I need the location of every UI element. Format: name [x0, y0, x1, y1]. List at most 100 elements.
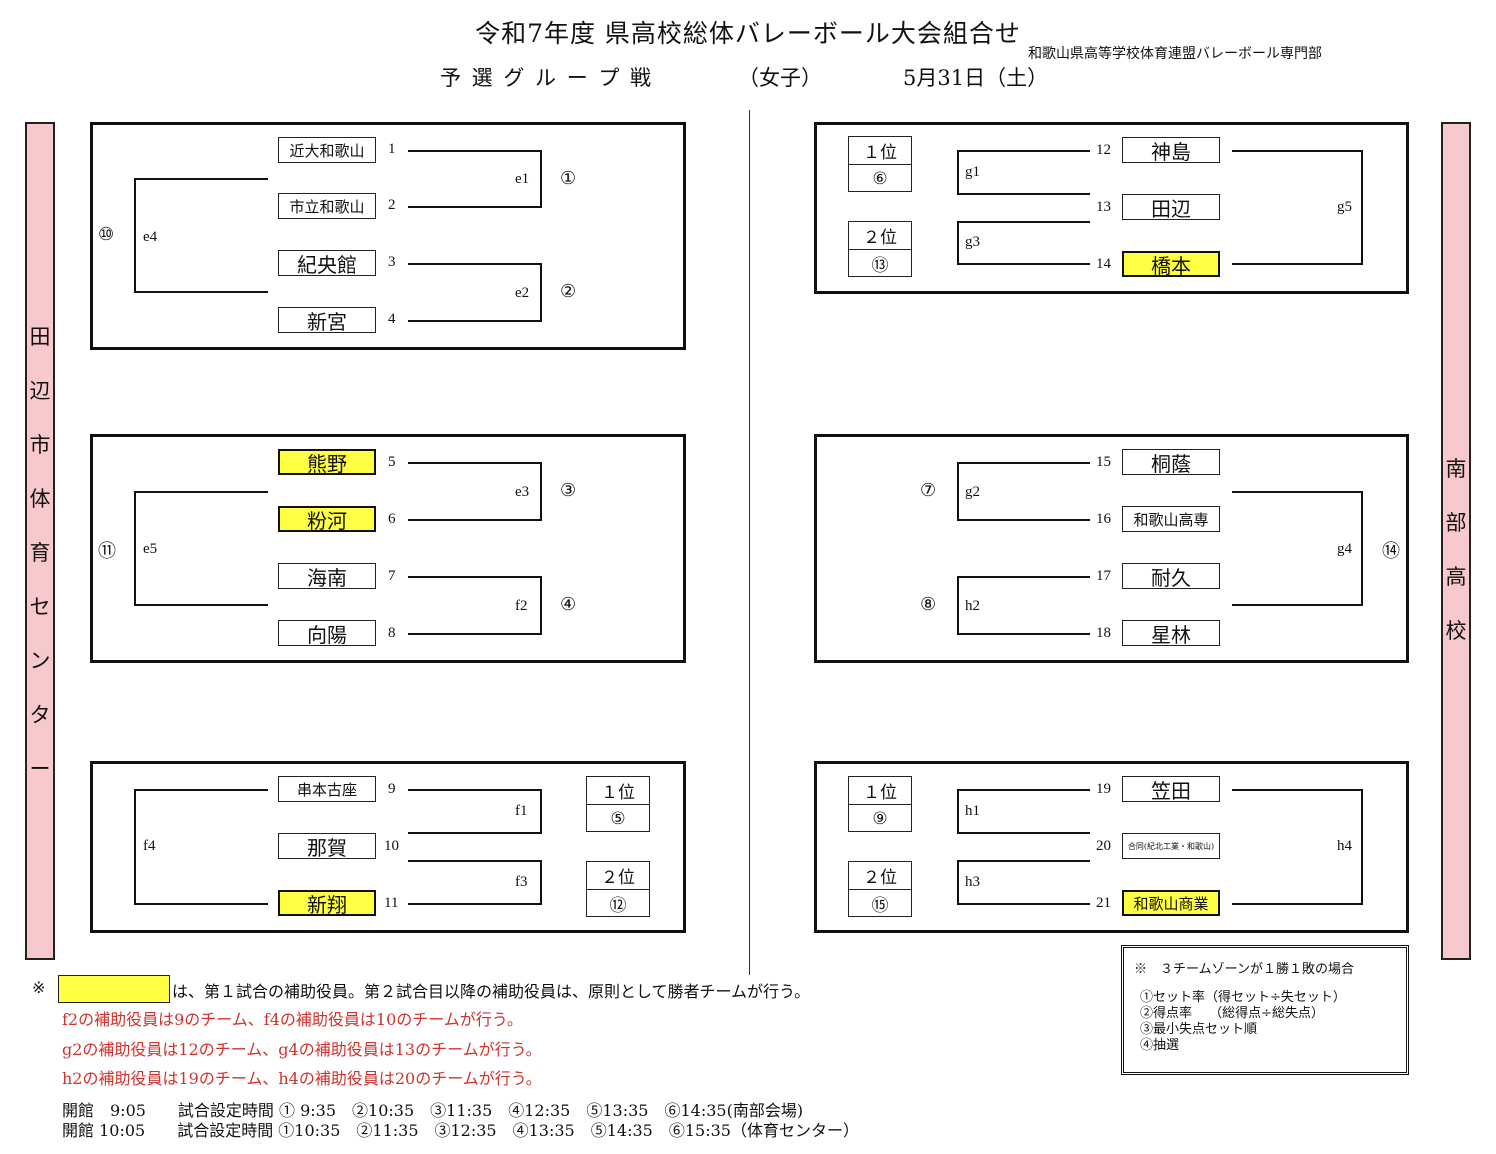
division-label: （女子）	[738, 66, 822, 90]
match-label: h4	[1337, 838, 1352, 854]
venue-char: タ	[29, 703, 51, 727]
team-number: 15	[1096, 454, 1111, 470]
match-label: g3	[965, 234, 980, 250]
bracket-line	[957, 462, 1090, 464]
bracket-line	[134, 789, 268, 791]
team-box: 笠田	[1122, 776, 1220, 802]
note-red: h2の補助役員は19のチーム、h4の補助役員は20のチームが行う。	[62, 1069, 542, 1088]
match-label: f2	[515, 598, 528, 614]
bracket-line	[957, 462, 959, 521]
rank-box: ２位 ⑫	[586, 861, 650, 917]
bracket-line	[957, 519, 1090, 521]
venue-char: セ	[29, 595, 51, 619]
tiebreak-item: ②得点率 （総得点÷総失点）	[1140, 1006, 1325, 1021]
bracket-line	[134, 903, 268, 905]
bracket-line	[408, 789, 542, 791]
team-number: 1	[388, 141, 396, 157]
bracket-line	[134, 789, 136, 905]
team-number: 14	[1096, 256, 1111, 272]
team-number: 16	[1096, 511, 1111, 527]
venue-char: 田	[29, 325, 51, 349]
bracket-line	[134, 178, 268, 180]
team-box: 海南	[278, 563, 376, 589]
team-box-highlighted: 粉河	[278, 506, 376, 532]
bracket-line	[1361, 789, 1363, 905]
bracket-line	[1361, 150, 1363, 265]
venue-char: 部	[1445, 511, 1467, 535]
rank-order: ⑤	[610, 808, 626, 829]
team-number: 9	[388, 781, 396, 797]
bracket-line	[957, 263, 1090, 265]
bracket-line	[134, 291, 268, 293]
team-box: 那賀	[278, 833, 376, 859]
team-number: 2	[388, 197, 396, 213]
bracket-line	[540, 860, 542, 905]
bracket-line	[408, 860, 542, 862]
bracket-line	[957, 576, 959, 635]
bracket-line	[408, 150, 542, 152]
team-box: 新宮	[278, 307, 376, 333]
date-label: 5月31日（土）	[903, 66, 1049, 90]
bracket-line	[540, 789, 542, 834]
tiebreak-item: ①セット率（得セット÷失セット）	[1140, 990, 1346, 1005]
bracket-line	[408, 320, 542, 322]
bracket-line	[408, 633, 542, 635]
team-number: 5	[388, 454, 396, 470]
rank-label: ２位	[587, 862, 649, 890]
match-order: ⑪	[98, 541, 116, 562]
team-number: 20	[1096, 838, 1111, 854]
match-order: ⑭	[1382, 541, 1400, 562]
bracket-line	[408, 462, 542, 464]
bracket-line	[957, 789, 959, 834]
venue-char: 市	[29, 433, 51, 457]
match-label: h1	[965, 803, 980, 819]
tiebreak-item: ③最小失点セット順	[1140, 1022, 1258, 1037]
match-label: g1	[965, 164, 980, 180]
team-number: 13	[1096, 199, 1111, 215]
rank-label: １位	[587, 777, 649, 805]
highlight-legend-swatch	[58, 975, 170, 1003]
note-main: は、第１試合の補助役員。第２試合目以降の補助役員は、原則として勝者チームが行う。	[172, 982, 811, 1001]
rank-order: ⑮	[871, 896, 889, 916]
team-number: 21	[1096, 895, 1111, 911]
bracket-line	[957, 633, 1090, 635]
tiebreak-heading: ※ ３チームゾーンが１勝１敗の場合	[1134, 962, 1354, 977]
rank-label: ２位	[849, 222, 911, 250]
bracket-line	[1232, 491, 1363, 493]
match-order: ⑩	[98, 224, 115, 245]
bracket-line	[134, 178, 136, 293]
team-box: 田辺	[1122, 194, 1220, 220]
bracket-line	[1361, 491, 1363, 606]
match-order: ⑦	[920, 480, 937, 501]
team-number: 8	[388, 625, 396, 641]
rank-box: ２位 ⑬	[848, 221, 912, 277]
bracket-line	[540, 263, 542, 322]
venue-char: 辺	[29, 379, 51, 403]
team-box: 近大和歌山	[278, 137, 376, 163]
note-mark: ※	[32, 978, 46, 997]
match-label: h2	[965, 598, 980, 614]
team-box: 星林	[1122, 620, 1220, 646]
bracket-line	[134, 604, 268, 606]
match-label: e4	[143, 229, 158, 245]
rank-label: １位	[849, 137, 911, 165]
match-label: e5	[143, 541, 158, 557]
team-box-highlighted: 熊野	[278, 449, 376, 475]
team-number: 10	[384, 838, 399, 854]
team-box: 合同(紀北工業・和歌山)	[1122, 833, 1220, 859]
rank-box: ２位 ⑮	[848, 861, 912, 917]
center-divider	[749, 110, 750, 975]
stage-label: 予 選 グ ル ー プ 戦	[440, 66, 654, 90]
bracket-line	[134, 491, 268, 493]
match-label: h3	[965, 874, 980, 890]
team-box: 和歌山高専	[1122, 506, 1220, 532]
rank-box: １位 ⑤	[586, 776, 650, 832]
bracket-line	[957, 903, 1090, 905]
team-number: 12	[1096, 142, 1111, 158]
team-number: 19	[1096, 781, 1111, 797]
match-label: g2	[965, 484, 980, 500]
bracket-line	[957, 221, 1090, 223]
team-number: 17	[1096, 568, 1111, 584]
venue-char: 校	[1445, 619, 1467, 643]
venue-left-band: 田 辺 市 体 育 セ ン タ ー	[25, 122, 55, 960]
